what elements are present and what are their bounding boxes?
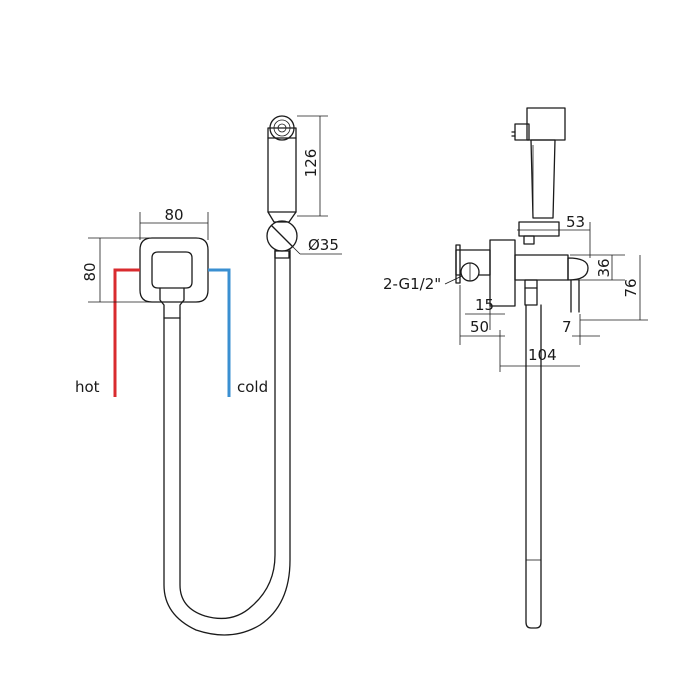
front-hose (163, 249, 291, 636)
front-dimension-lines (88, 115, 342, 303)
front-wall-holder (266, 220, 298, 259)
side-mixer-body (455, 239, 589, 313)
dim-thread: 2-G1/2" (383, 275, 441, 293)
front-handshower (267, 115, 297, 223)
dim-front-height: 80 (81, 262, 99, 281)
dim-side-50: 50 (470, 318, 489, 336)
cold-label: cold (237, 378, 268, 396)
front-mixer-plate (139, 237, 209, 319)
dim-side-104: 104 (528, 346, 557, 364)
side-wall-bracket (518, 221, 560, 245)
dim-front-width: 80 (164, 206, 183, 224)
side-handshower (511, 107, 566, 219)
dim-hose-diameter: Ø35 (308, 236, 339, 254)
hot-pipe (113, 268, 140, 397)
dim-handshower-length: 126 (302, 149, 320, 178)
hot-label: hot (75, 378, 100, 396)
dim-side-76: 76 (622, 278, 640, 297)
cold-pipe (208, 268, 231, 397)
dim-side-36: 36 (595, 258, 613, 277)
dim-side-53: 53 (566, 213, 585, 231)
side-hose (525, 304, 542, 629)
dim-side-7: 7 (562, 318, 572, 336)
dim-side-15: 15 (475, 296, 494, 314)
pipes (113, 268, 231, 397)
side-dimension-lines (444, 222, 648, 372)
